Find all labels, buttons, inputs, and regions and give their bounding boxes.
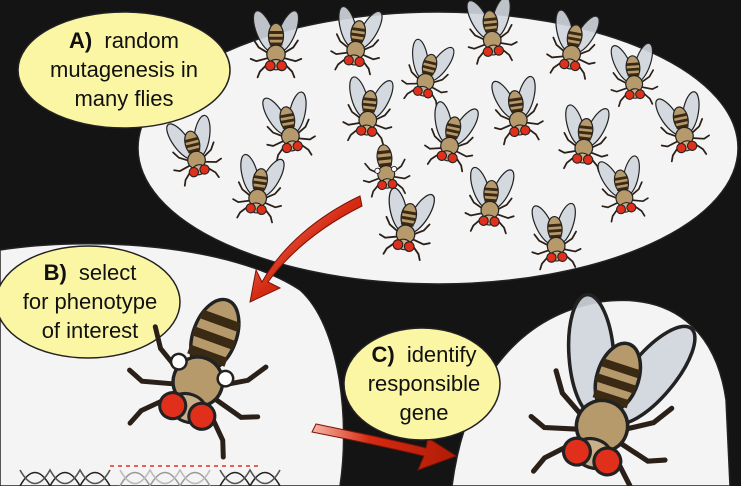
label-c-key: C) xyxy=(371,342,394,367)
label-b-line1: select xyxy=(79,260,136,285)
label-c-line3: gene xyxy=(400,400,449,425)
label-a-line3: many flies xyxy=(74,86,173,111)
curved-arrow-icon xyxy=(311,423,458,471)
label-c-line2: responsible xyxy=(368,371,481,396)
label-b-key: B) xyxy=(44,260,67,285)
label-a: A) random mutagenesis in many flies xyxy=(17,11,231,129)
svg-text:B) select: B) select xyxy=(44,260,137,285)
label-c: C) identify responsible gene xyxy=(343,327,501,441)
label-a-line1: random xyxy=(104,28,179,53)
curved-arrow-icon xyxy=(249,195,363,303)
label-b: B) select for phenotype of interest xyxy=(0,245,181,359)
svg-text:C) identify: C) identify xyxy=(371,342,476,367)
label-a-line2: mutagenesis in xyxy=(50,57,198,82)
label-a-key: A) xyxy=(69,28,92,53)
label-c-line1: identify xyxy=(407,342,477,367)
label-b-line3: of interest xyxy=(42,318,139,343)
svg-text:A) random: A) random xyxy=(69,28,179,53)
label-b-line2: for phenotype xyxy=(23,289,158,314)
dna-helix-icon xyxy=(19,465,281,486)
